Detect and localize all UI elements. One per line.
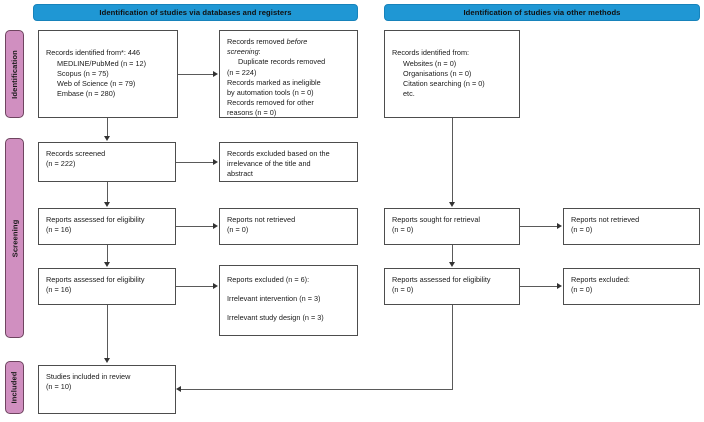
stage-pill-included: Included xyxy=(5,361,24,414)
arrowhead-sought-to-notretrieved xyxy=(557,222,562,229)
arrowhead-eligibility2-to-excluded xyxy=(213,282,218,289)
stage-label-included: Included xyxy=(10,371,19,404)
records-removed-line-2-a: screening xyxy=(227,47,259,57)
arrowhead-eligibilityright-to-included xyxy=(176,385,181,392)
reports-eligibility-2-line-1: Reports assessed for eligibility xyxy=(46,275,145,284)
records-excluded-line-3: abstract xyxy=(227,169,253,179)
connector-eligibilityright-to-excludedright xyxy=(520,286,558,287)
header-other-methods-label: Identification of studies via other meth… xyxy=(463,8,621,17)
reports-eligibility-1-line-2: (n = 16) xyxy=(46,225,72,235)
arrowhead-eligibilityright-to-excludedright xyxy=(557,282,562,289)
header-databases-registers-label: Identification of studies via databases … xyxy=(99,8,292,17)
box-reports-eligibility-2: Reports assessed for eligibility (n = 16… xyxy=(38,268,176,305)
records-removed-line-1-b: before xyxy=(286,37,308,46)
records-identified-line-1: Records identified from*: 446 xyxy=(46,48,141,58)
records-removed-line-4: (n = 224) xyxy=(227,67,257,77)
stage-pill-screening: Screening xyxy=(5,138,24,338)
records-excluded-line-4: (n =206) xyxy=(227,180,350,181)
header-other-methods: Identification of studies via other meth… xyxy=(384,4,700,21)
arrowhead-identified-to-screened xyxy=(103,136,110,141)
records-identified-line-5: Embase (n = 280) xyxy=(57,89,116,99)
box-records-identified: Records identified from*: 446 MEDLINE/Pu… xyxy=(38,30,178,118)
records-identified-other-line-5: etc. xyxy=(403,89,415,99)
records-removed-line-5: Records marked as ineligible xyxy=(227,77,321,87)
reports-not-retrieved-right-line-2: (n = 0) xyxy=(571,225,593,235)
connector-identified-to-screened xyxy=(107,118,108,137)
connector-eligibilityright-down xyxy=(452,305,453,389)
connector-eligibility1-to-eligibility2 xyxy=(107,245,108,263)
records-removed-line-2: screening: xyxy=(227,47,350,57)
connector-eligibility2-to-included xyxy=(107,305,108,359)
records-identified-line-4: Web of Science (n = 79) xyxy=(57,79,136,89)
connector-screened-to-eligibility1 xyxy=(107,182,108,203)
arrowhead-identifiedother-to-sought xyxy=(448,202,455,207)
box-reports-not-retrieved-right: Reports not retrieved (n = 0) xyxy=(563,208,700,245)
arrowhead-screened-to-excluded xyxy=(213,158,218,165)
header-databases-registers: Identification of studies via databases … xyxy=(33,4,358,21)
records-identified-line-3: Scopus (n = 75) xyxy=(57,68,109,78)
records-screened-line-2: (n = 222) xyxy=(46,159,76,169)
connector-eligibility1-to-notretrieved xyxy=(176,226,214,227)
box-studies-included: Studies included in review (n = 10) xyxy=(38,365,176,414)
box-reports-excluded-right: Reports excluded: (n = 0) xyxy=(563,268,700,305)
records-excluded-line-1: Records excluded based on the xyxy=(227,149,330,158)
reports-eligibility-2-line-2: (n = 16) xyxy=(46,285,72,295)
box-reports-eligibility-1: Reports assessed for eligibility (n = 16… xyxy=(38,208,176,245)
stage-label-identification: Identification xyxy=(10,49,19,99)
box-records-screened: Records screened (n = 222) xyxy=(38,142,176,182)
connector-identifiedother-to-sought xyxy=(452,118,453,203)
records-removed-line-1-a: Records removed xyxy=(227,37,287,46)
records-identified-other-line-3: Organisations (n = 0) xyxy=(403,68,472,78)
connector-eligibilityright-to-included xyxy=(181,389,453,390)
reports-excluded-right-line-2: (n = 0) xyxy=(571,285,593,295)
records-removed-line-3: Duplicate records removed xyxy=(238,57,326,67)
box-reports-excluded-left: Reports excluded (n = 6): Irrelevant int… xyxy=(219,265,358,336)
arrowhead-eligibility1-to-eligibility2 xyxy=(103,262,110,267)
stage-pill-identification: Identification xyxy=(5,30,24,118)
box-records-identified-other: Records identified from: Websites (n = 0… xyxy=(384,30,520,118)
records-removed-line-8: reasons (n = 0) xyxy=(227,108,277,118)
box-records-excluded: Records excluded based on the irrelevanc… xyxy=(219,142,358,182)
reports-excluded-left-line-2: Irrelevant intervention (n = 3) xyxy=(227,294,321,304)
connector-sought-to-eligibilityright xyxy=(452,245,453,263)
studies-included-line-1: Studies included in review xyxy=(46,372,131,381)
records-screened-line-1: Records screened xyxy=(46,149,106,158)
arrowhead-eligibility1-to-notretrieved xyxy=(213,222,218,229)
records-identified-other-line-1: Records identified from: xyxy=(392,48,470,58)
reports-not-retrieved-right-line-1: Reports not retrieved xyxy=(571,215,640,224)
reports-not-retrieved-left-line-2: (n = 0) xyxy=(227,225,249,235)
arrowhead-identified-to-removed xyxy=(213,70,218,77)
reports-sought-line-2: (n = 0) xyxy=(392,225,414,235)
studies-included-line-2: (n = 10) xyxy=(46,382,72,392)
box-reports-not-retrieved-left: Reports not retrieved (n = 0) xyxy=(219,208,358,245)
reports-eligibility-right-line-2: (n = 0) xyxy=(392,285,414,295)
box-reports-sought: Reports sought for retrieval (n = 0) xyxy=(384,208,520,245)
connector-sought-to-notretrieved xyxy=(520,226,558,227)
reports-sought-line-1: Reports sought for retrieval xyxy=(392,215,481,224)
arrowhead-screened-to-eligibility1 xyxy=(103,202,110,207)
records-excluded-line-2: irrelevance of the title and xyxy=(227,159,311,169)
records-removed-line-1: Records removed before xyxy=(227,37,350,47)
reports-excluded-left-line-1: Reports excluded (n = 6): xyxy=(227,275,310,284)
reports-eligibility-right-line-1: Reports assessed for eligibility xyxy=(392,275,491,284)
stage-label-screening: Screening xyxy=(10,219,19,257)
records-removed-line-2-b: : xyxy=(258,47,261,57)
reports-eligibility-1-line-1: Reports assessed for eligibility xyxy=(46,215,145,224)
arrowhead-sought-to-eligibilityright xyxy=(448,262,455,267)
connector-identified-to-removed xyxy=(178,74,214,75)
records-identified-other-line-4: Citation searching (n = 0) xyxy=(403,79,485,89)
records-identified-other-line-2: Websites (n = 0) xyxy=(403,58,457,68)
box-reports-eligibility-right: Reports assessed for eligibility (n = 0) xyxy=(384,268,520,305)
records-removed-line-6: by automation tools (n = 0) xyxy=(227,88,314,98)
box-records-removed: Records removed before screening: Duplic… xyxy=(219,30,358,118)
arrowhead-eligibility2-to-included xyxy=(103,358,110,363)
reports-not-retrieved-left-line-1: Reports not retrieved xyxy=(227,215,296,224)
records-identified-line-2: MEDLINE/PubMed (n = 12) xyxy=(57,58,147,68)
reports-excluded-right-line-1: Reports excluded: xyxy=(571,275,630,284)
connector-eligibility2-to-excluded xyxy=(176,286,214,287)
connector-screened-to-excluded xyxy=(176,162,214,163)
records-removed-line-7: Records removed for other xyxy=(227,98,314,108)
reports-excluded-left-line-3: Irrelevant study design (n = 3) xyxy=(227,313,324,323)
